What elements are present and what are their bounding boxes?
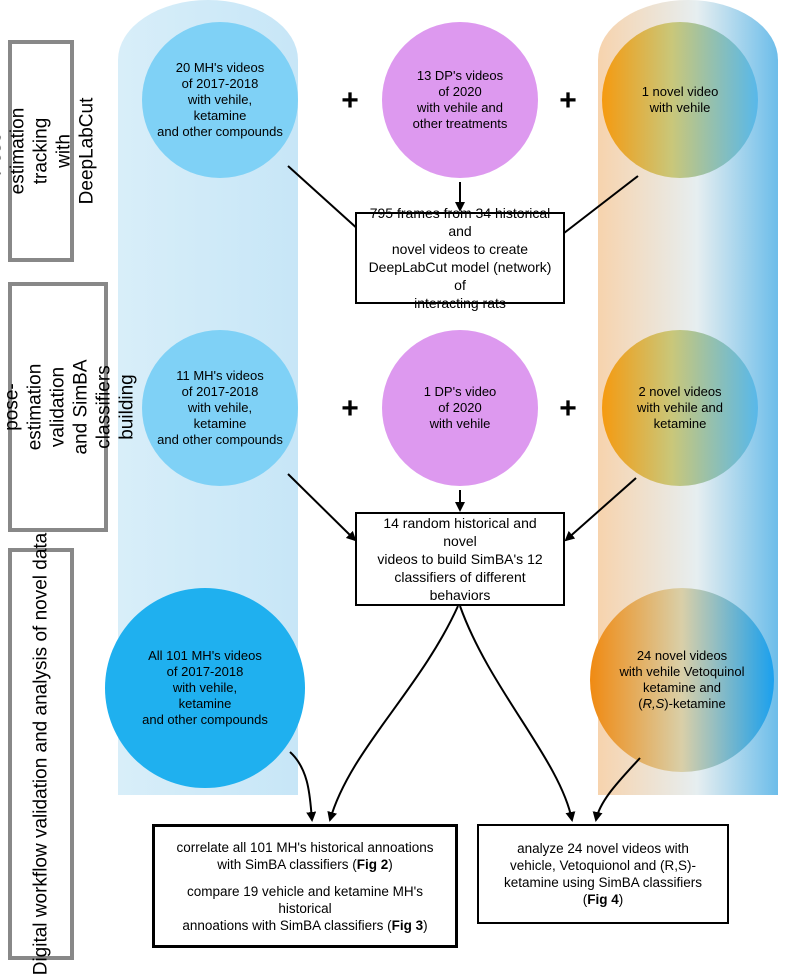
circle-novel-row3-rs: R,S [642, 696, 665, 711]
arrow-novel2-to-result2 [564, 477, 637, 542]
circle-novel-row3-tail: -ketamine [668, 696, 726, 711]
circle-novel-row3-line4: (R,S)-ketamine [638, 696, 726, 711]
circle-dp-row1-text: 13 DP's videos of 2020 with vehile and o… [412, 68, 508, 131]
circle-dp-row1-shape [382, 22, 538, 178]
output-left-p1-close: ) [388, 856, 393, 872]
circle-novel-row2-shape [602, 330, 758, 486]
circle-mh-row1: 20 MH's videos of 2017-2018 with vehile,… [142, 22, 298, 178]
circle-novel-row1-shape [602, 22, 758, 178]
result-box-deeplabcut-model-text: 795 frames from 34 historical and novel … [368, 205, 552, 311]
output-right-text: analyze 24 novel videos with vehicle, Ve… [503, 841, 703, 907]
circle-novel-row2-text: 2 novel videos with vehile and ketamine [637, 384, 723, 431]
arrow-result2-to-right-output [459, 605, 576, 822]
circle-novel-row2: 2 novel videos with vehile and ketamine [602, 330, 758, 486]
circle-dp-row2-shape [382, 330, 538, 486]
arrow-mh2-to-result2 [287, 473, 357, 542]
circle-mh-row2-text: 11 MH's videos of 2017-2018 with vehile,… [157, 368, 283, 447]
circle-mh-row3-text: All 101 MH's videos of 2017-2018 with ve… [142, 648, 268, 727]
circle-novel-row3-line2: with vehile Vetoquinol [619, 664, 745, 679]
output-right-paragraph: analyze 24 novel videos with vehicle, Ve… [504, 840, 702, 908]
side-label-validation-text: DeepLabCut pose-estimation validation an… [1, 359, 138, 455]
circle-novel-row3-line3: ketamine and [642, 680, 722, 695]
circle-novel-row3-line1: 24 novel videos [636, 648, 728, 663]
output-left-paragraph-1: correlate all 101 MH's historical annoat… [177, 839, 434, 873]
circle-novel-row3: 24 novel videos with vehile Vetoquinol k… [590, 588, 774, 772]
output-left-p2-ref: Fig 3 [391, 917, 424, 933]
side-label-digital-workflow: Digital workflow validation and analysis… [8, 533, 74, 975]
circle-mh-row2-shape [142, 330, 298, 486]
circle-novel-row1-text: 1 novel video with vehile [641, 84, 719, 115]
output-left-paragraph-2: compare 19 vehicle and ketamine MH's his… [163, 883, 447, 934]
result-box-simba-classifiers: 14 random historical and novel videos to… [355, 512, 565, 606]
circle-dp-row2-text: 1 DP's video of 2020 with vehile [423, 384, 497, 431]
circle-mh-row3-shape [105, 588, 305, 788]
plus-sign-row1-left: + [341, 84, 359, 117]
output-right-ref: Fig 4 [587, 892, 619, 907]
plus-sign-row1-right: + [559, 84, 577, 117]
circle-novel-row3-text: 24 novel videos with vehile Vetoquinol k… [619, 648, 744, 712]
arrow-novel1-to-result1 [553, 175, 639, 242]
output-left-p2-text: compare 19 vehicle and ketamine MH's his… [182, 883, 423, 933]
output-right-close: ) [618, 892, 624, 907]
side-label-pose-estimation-text: Pose-estimation tracking with DeepLabCut [0, 97, 98, 205]
circle-dp-row2: 1 DP's video of 2020 with vehile [382, 330, 538, 486]
output-left-p2-close: ) [423, 917, 428, 933]
plus-sign-row2-left: + [341, 392, 359, 425]
circle-dp-row1: 13 DP's videos of 2020 with vehile and o… [382, 22, 538, 178]
arrow-novel3-to-right-output [592, 757, 641, 822]
output-box-novel-analysis: analyze 24 novel videos with vehicle, Ve… [477, 824, 729, 924]
result-box-deeplabcut-model: 795 frames from 34 historical and novel … [355, 205, 565, 311]
circle-mh-row2: 11 MH's videos of 2017-2018 with vehile,… [142, 330, 298, 486]
side-label-validation: DeepLabCut pose-estimation validation an… [2, 282, 138, 532]
output-left-p1-ref: Fig 2 [356, 856, 389, 872]
arrow-result2-to-left-output [327, 605, 459, 822]
circle-novel-row1: 1 novel video with vehile [602, 22, 758, 178]
output-left-p1-text: correlate all 101 MH's historical annoat… [176, 839, 434, 872]
circle-mh-row1-text: 20 MH's videos of 2017-2018 with vehile,… [157, 60, 283, 139]
side-label-digital-workflow-text: Digital workflow validation and analysis… [30, 532, 52, 975]
arrow-mh3-to-left-output [289, 751, 317, 822]
side-label-pose-estimation: Pose-estimation tracking with DeepLabCut [0, 40, 98, 262]
circle-mh-row3: All 101 MH's videos of 2017-2018 with ve… [105, 588, 305, 788]
circle-mh-row1-shape [142, 22, 298, 178]
plus-sign-row2-right: + [559, 392, 577, 425]
circle-novel-row3-shape [590, 588, 774, 772]
result-box-simba-classifiers-text: 14 random historical and novel videos to… [377, 515, 543, 603]
output-box-historical-correlation: correlate all 101 MH's historical annoat… [152, 824, 458, 948]
